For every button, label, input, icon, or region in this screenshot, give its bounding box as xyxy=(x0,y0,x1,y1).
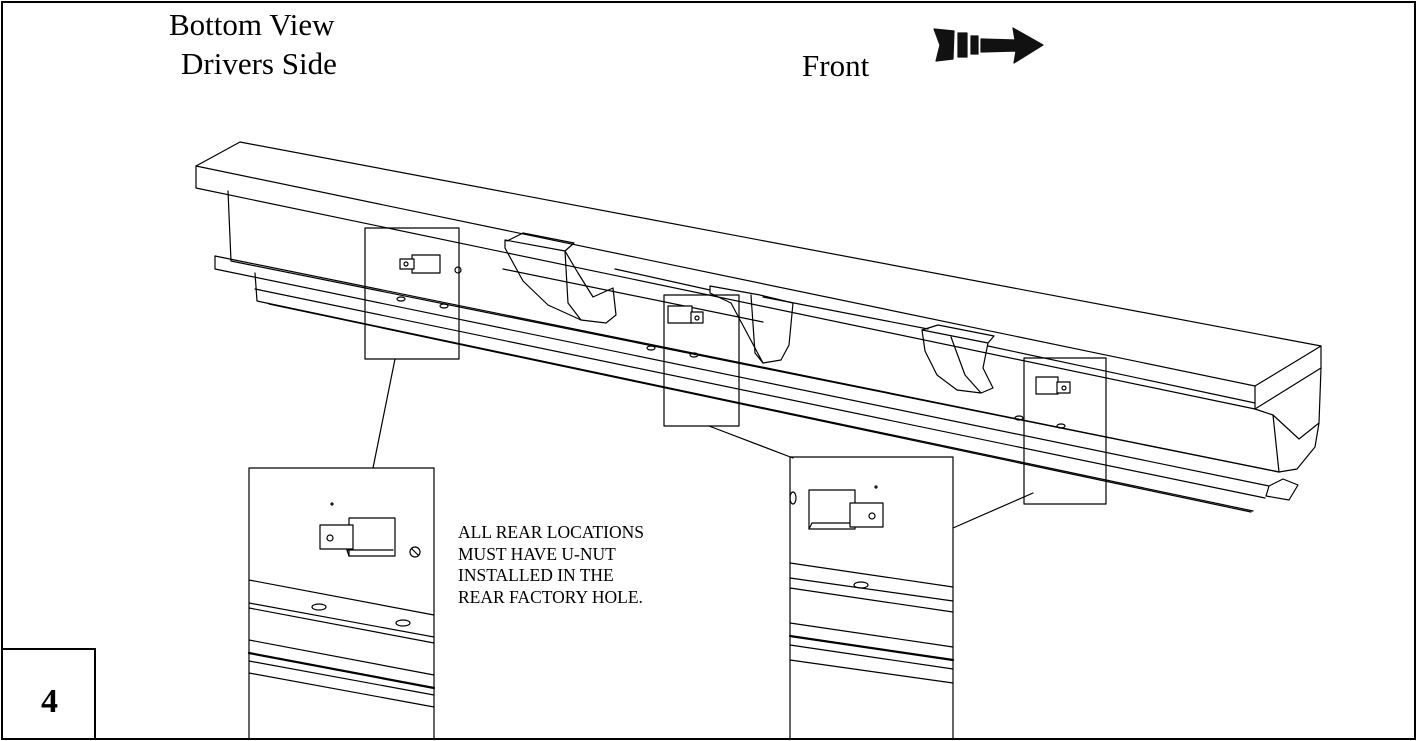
u-nut-clip-2 xyxy=(667,305,704,324)
arrow-right-icon xyxy=(933,27,1044,64)
rocker-panel-drawing xyxy=(195,27,1322,738)
detail-view-right xyxy=(788,456,955,738)
scoop-bracket-2 xyxy=(709,285,794,364)
step-number-box: 4 xyxy=(3,648,96,738)
detail-view-left xyxy=(247,467,436,738)
leader-lines xyxy=(372,358,1034,529)
callout-box-3 xyxy=(1023,357,1107,505)
callout-box-2 xyxy=(663,294,740,427)
u-nut-clip-3 xyxy=(1035,376,1071,395)
callout-box-1 xyxy=(364,227,460,360)
flange-holes xyxy=(396,296,1066,429)
note-line: ALL REAR LOCATIONS xyxy=(458,522,645,542)
scoop-bracket-3 xyxy=(921,324,995,394)
installation-note: ALL REAR LOCATIONS MUST HAVE U-NUT INSTA… xyxy=(458,522,644,608)
front-label: Front xyxy=(802,48,870,83)
note-line: INSTALLED IN THE xyxy=(458,565,614,585)
pinch-flange xyxy=(214,255,1299,501)
note-line: REAR FACTORY HOLE. xyxy=(458,586,643,607)
step-number: 4 xyxy=(41,683,58,720)
note-line: MUST HAVE U-NUT xyxy=(458,543,616,564)
view-title-line1: Bottom View xyxy=(169,7,335,42)
rocker-panel xyxy=(195,141,1322,513)
u-nut-clip-1 xyxy=(399,254,462,274)
scoop-bracket-1 xyxy=(504,232,617,324)
view-title-line2: Drivers Side xyxy=(181,46,337,81)
